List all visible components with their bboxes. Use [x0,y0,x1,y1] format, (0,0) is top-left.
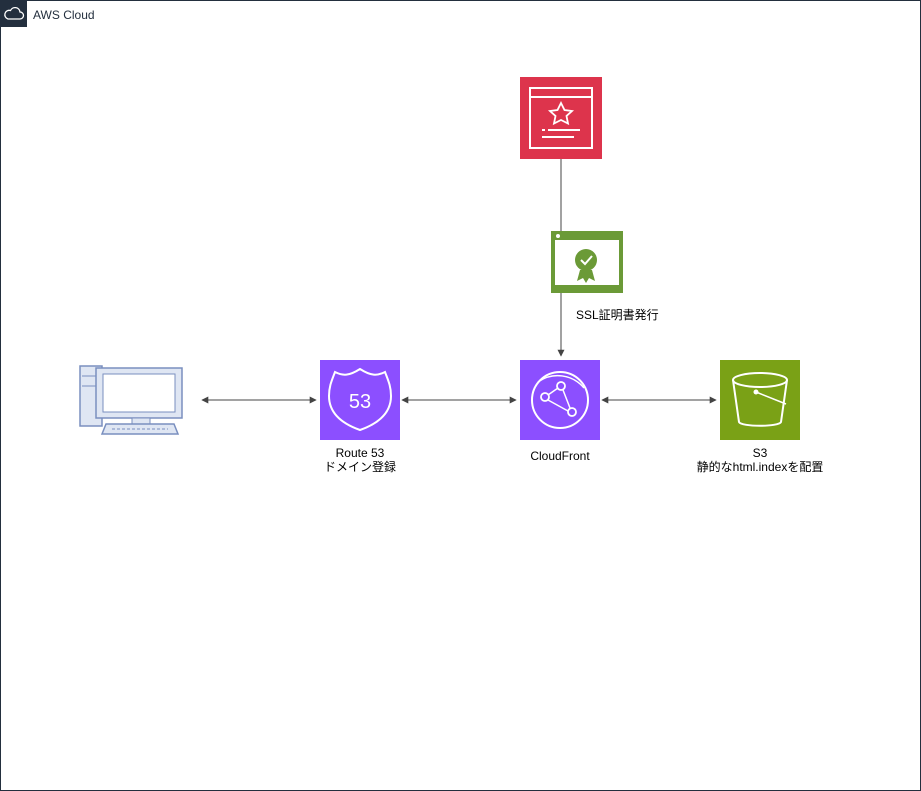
certificate-manager-icon [520,77,602,159]
svg-text:53: 53 [349,391,371,413]
certificate-title: SSL証明書発行 [576,308,659,322]
certificate-label: SSL証明書発行 [576,308,659,322]
cloudfront-icon [520,360,600,440]
s3-title: S3 [752,446,768,460]
ssl-certificate-icon [551,231,623,293]
route53-icon: 53 [320,360,400,440]
s3-subtitle: 静的なhtml.indexを配置 [696,460,824,474]
desktop-computer-icon [79,365,183,435]
route53-subtitle: ドメイン登録 [323,460,396,474]
cloudfront-label: CloudFront [500,449,620,463]
cloudfront-title: CloudFront [530,449,590,463]
route53-label: Route 53 ドメイン登録 [300,446,420,474]
cloud-icon [1,1,27,27]
group-title: AWS Cloud [33,8,95,22]
s3-label: S3 静的なhtml.indexを配置 [680,446,840,474]
route53-title: Route 53 [335,446,385,460]
s3-bucket-icon [720,360,800,440]
